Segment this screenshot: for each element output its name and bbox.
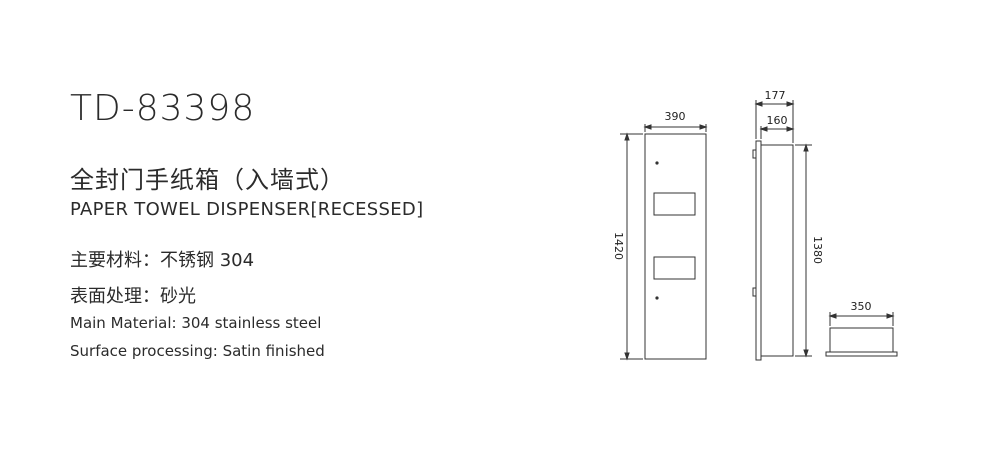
top-body-outline xyxy=(829,327,894,353)
side-body-outline xyxy=(760,144,794,357)
dim-label-top-width: 350 xyxy=(851,300,872,313)
model-number: TD-83398 xyxy=(70,88,256,129)
side-hinge-top xyxy=(752,149,757,159)
top-view xyxy=(825,312,898,357)
product-name-cn: 全封门手纸箱（入墙式） xyxy=(70,166,345,194)
dim-arrow xyxy=(828,313,837,319)
dim-arrow xyxy=(759,126,768,132)
dim-arrow xyxy=(803,143,809,152)
dim-label-side-depth-body: 160 xyxy=(767,114,788,127)
dim-arrow xyxy=(624,132,630,141)
dim-arrow xyxy=(624,352,630,361)
lock-hole-bottom xyxy=(655,296,659,300)
dim-arrow xyxy=(786,101,795,107)
dim-arrow xyxy=(803,349,809,358)
dim-label-side-height: 1380 xyxy=(811,236,824,264)
dim-arrow xyxy=(886,313,895,319)
side-view xyxy=(752,100,812,361)
dim-arrow xyxy=(786,126,795,132)
dim-arrow xyxy=(754,101,763,107)
side-flange xyxy=(755,140,762,361)
lock-hole-top xyxy=(655,161,659,165)
material-cn: 主要材料：不锈钢 304 xyxy=(70,250,255,271)
front-body-outline xyxy=(644,133,707,360)
product-name-en: PAPER TOWEL DISPENSER[RECESSED] xyxy=(70,199,424,220)
material-en: Main Material: 304 stainless steel xyxy=(70,314,322,332)
top-flange xyxy=(825,351,898,357)
front-view xyxy=(620,124,708,361)
towel-outlet-upper xyxy=(653,192,696,216)
towel-outlet-lower xyxy=(653,256,696,280)
side-hinge-bottom xyxy=(752,287,757,297)
finish-cn: 表面处理：砂光 xyxy=(70,286,196,307)
finish-en: Surface processing: Satin finished xyxy=(70,342,325,360)
dim-arrow xyxy=(643,124,652,130)
dim-label-side-depth-total: 177 xyxy=(765,89,786,102)
dim-arrow xyxy=(699,124,708,130)
dim-label-front-width: 390 xyxy=(665,110,686,123)
dim-label-front-height: 1420 xyxy=(612,232,625,260)
